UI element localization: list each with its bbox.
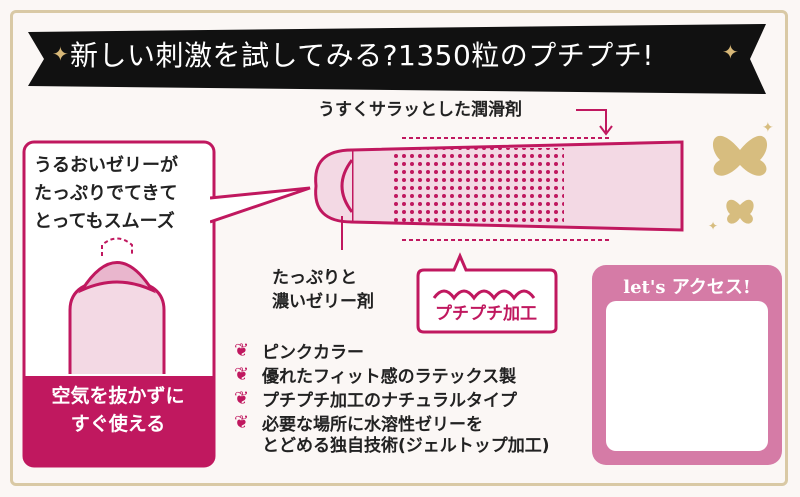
gel-tip-panel: [22, 140, 216, 468]
butterfly-icon: ❦: [234, 363, 250, 385]
banner-ribbon: [28, 24, 766, 94]
butterfly-icon: ❦: [234, 411, 250, 433]
gold-frame: [10, 10, 788, 486]
label-line: たっぷりと: [272, 268, 357, 288]
feature-text: 優れたフィット感のラテックス製: [262, 366, 517, 387]
callout-line: たっぷりでてきて: [34, 183, 178, 204]
rich-gel-label: たっぷりと 濃いゼリー剤: [272, 266, 374, 314]
callout-pointer: [210, 186, 311, 224]
access-box: let's アクセス!: [592, 265, 782, 465]
feature-text: 必要な場所に水溶性ゼリーを: [262, 414, 483, 435]
left-caption: 空気を抜かずに すぐ使える: [24, 382, 212, 468]
puchi-label: プチプチ加工: [435, 304, 537, 324]
feature-item: ❦ 必要な場所に水溶性ゼリーを: [234, 410, 594, 435]
svg-text:✦: ✦: [762, 120, 774, 136]
banner-title: 新しい刺激を試してみる?1350粒のプチプチ!: [70, 39, 655, 72]
callout-line: うるおいゼリーが: [34, 155, 178, 176]
product-illustration: [314, 137, 684, 250]
feature-item: ❦ ピンクカラー: [234, 338, 594, 363]
gel-tip-callout: うるおいゼリーが たっぷりでてきて とってもスムーズ: [34, 152, 178, 236]
butterfly-icon: ✦ ✦: [708, 120, 774, 233]
svg-text:✦: ✦: [708, 219, 718, 233]
label-line: 濃いゼリー剤: [272, 292, 374, 312]
access-title: let's アクセス!: [623, 277, 751, 298]
access-qr-area: [606, 301, 768, 451]
butterfly-icon: ❦: [234, 339, 250, 361]
callout-line: とってもスムーズ: [34, 211, 175, 232]
feature-text: ピンクカラー: [262, 342, 364, 363]
sparkle-icon: ✦: [722, 40, 739, 64]
feature-text: プチプチ加工のナチュラルタイプ: [262, 390, 517, 411]
caption-line: すぐ使える: [70, 413, 166, 435]
caption-line: 空気を抜かずに: [51, 385, 185, 407]
feature-item: ❦ プチプチ加工のナチュラルタイプ: [234, 386, 594, 411]
lubricant-label: うすくサラッとした潤滑剤: [318, 100, 522, 120]
feature-item: ❦ 優れたフィット感のラテックス製: [234, 362, 594, 387]
feature-continuation: とどめる独自技術(ジェルトップ加工): [262, 436, 550, 456]
feature-list: ❦ ピンクカラー ❦ 優れたフィット感のラテックス製 ❦ プチプチ加工のナチュラルタイ…: [234, 338, 594, 458]
butterfly-icon: ❦: [234, 387, 250, 409]
sparkle-icon: ✦: [52, 42, 69, 66]
lubricant-pointer: [576, 109, 613, 136]
puchi-callout: [416, 252, 558, 334]
